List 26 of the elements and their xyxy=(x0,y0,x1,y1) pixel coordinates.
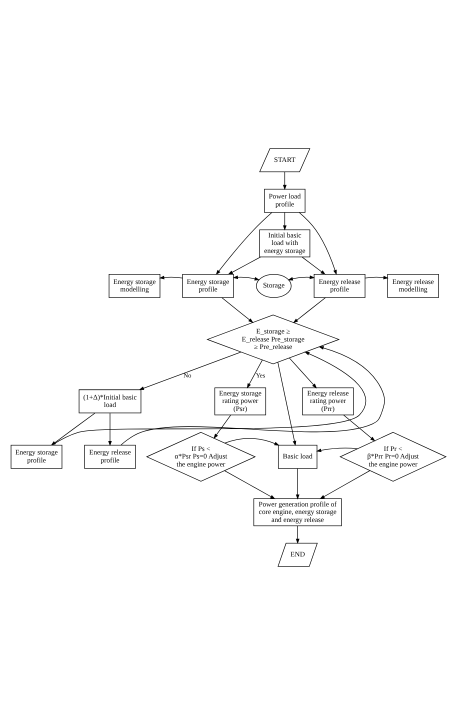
arrow xyxy=(296,526,300,544)
arrow xyxy=(288,275,315,281)
arrow xyxy=(293,297,326,324)
arrow xyxy=(224,470,276,500)
arrow xyxy=(228,256,262,275)
arrow xyxy=(278,362,296,446)
arrow xyxy=(298,212,337,276)
arrow xyxy=(159,276,183,280)
arrow xyxy=(282,172,287,190)
arrow xyxy=(288,358,317,388)
arrow xyxy=(224,438,280,446)
arrow xyxy=(320,470,370,500)
arrow xyxy=(302,256,326,275)
arrow xyxy=(296,468,300,500)
arrow xyxy=(343,414,376,442)
arrow xyxy=(108,412,112,446)
arrow xyxy=(282,212,287,231)
arrow xyxy=(364,276,389,280)
arrow xyxy=(214,414,232,439)
arrow xyxy=(138,352,242,390)
arrow xyxy=(232,275,260,280)
arrow xyxy=(216,212,272,276)
arrow xyxy=(316,448,358,452)
arrow xyxy=(246,360,263,389)
arrow xyxy=(120,346,385,446)
arrow xyxy=(222,297,254,323)
